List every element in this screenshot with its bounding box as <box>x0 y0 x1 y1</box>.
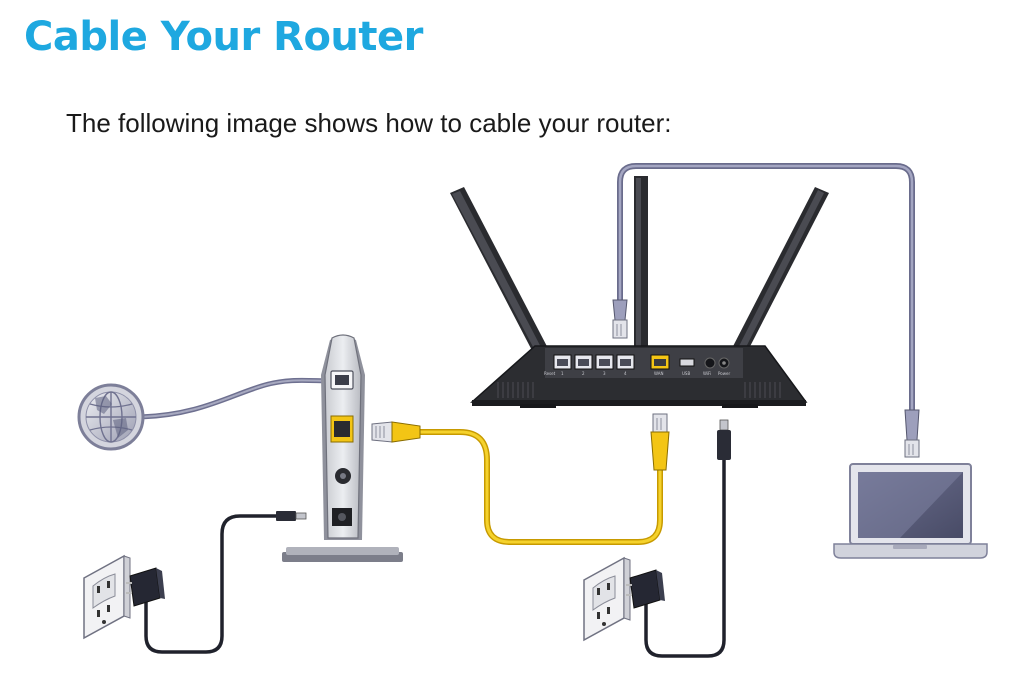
internet-globe-icon <box>77 383 145 451</box>
ethernet-cable-yellow <box>417 429 663 545</box>
svg-text:2: 2 <box>582 371 585 376</box>
ethernet-plug-icon <box>371 421 421 443</box>
internet-cable <box>137 377 335 420</box>
modem-icon <box>282 334 403 562</box>
router-icon: Reset 1 2 3 4 WAN USB WiFi Power <box>450 176 829 408</box>
svg-text:4: 4 <box>624 371 627 376</box>
ethernet-plug-icon <box>612 299 628 339</box>
svg-text:Power: Power <box>718 371 730 376</box>
laptop-icon <box>833 463 988 559</box>
svg-text:3: 3 <box>603 371 606 376</box>
page-title: Cable Your Router <box>24 14 423 60</box>
wall-outlet-icon <box>83 554 131 640</box>
power-adapter-icon <box>126 567 165 607</box>
power-plug-icon <box>717 419 731 460</box>
svg-text:WAN: WAN <box>654 371 663 376</box>
intro-text: The following image shows how to cable y… <box>66 108 672 138</box>
power-cable-router <box>644 458 726 658</box>
ethernet-plug-icon <box>904 409 920 458</box>
svg-text:Reset: Reset <box>544 371 556 376</box>
power-plug-icon <box>276 511 307 521</box>
power-cable-modem <box>144 514 278 654</box>
wall-outlet-icon <box>583 556 631 642</box>
svg-text:USB: USB <box>682 371 690 376</box>
svg-text:1: 1 <box>561 371 564 376</box>
svg-text:WiFi: WiFi <box>703 371 711 376</box>
ethernet-plug-icon <box>650 413 670 471</box>
power-adapter-icon <box>626 569 665 609</box>
